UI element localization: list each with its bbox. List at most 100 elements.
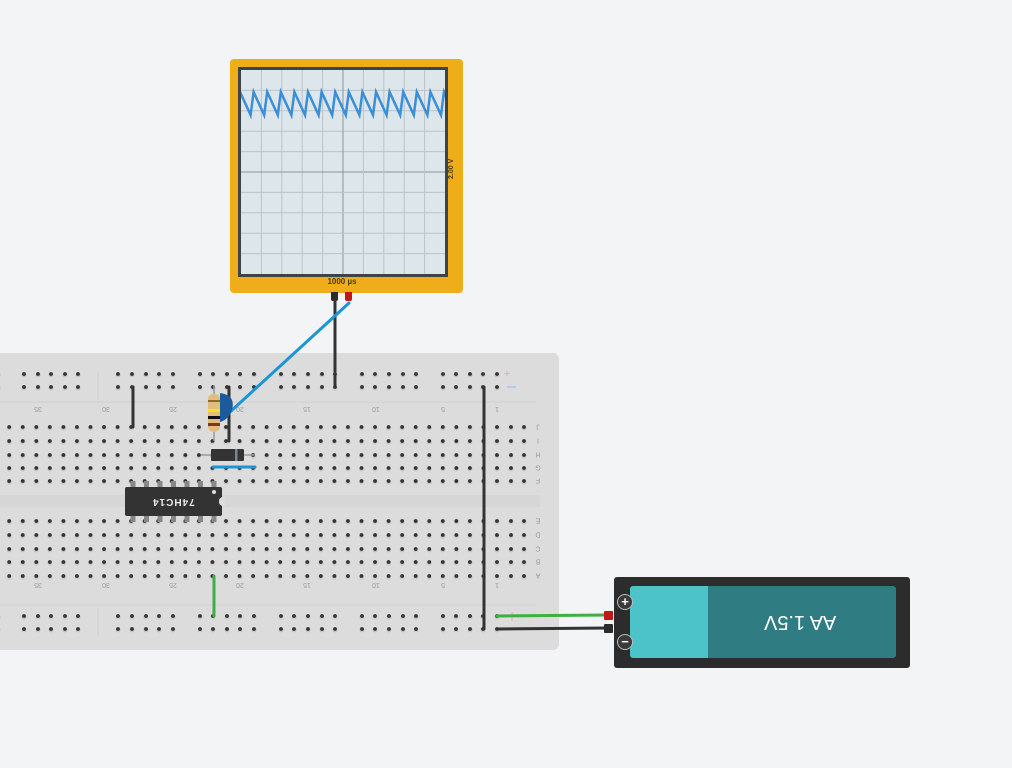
breadboard-hole[interactable] — [387, 372, 391, 376]
breadboard-hole[interactable] — [251, 479, 256, 483]
breadboard-hole[interactable] — [522, 547, 526, 551]
breadboard-hole[interactable] — [7, 547, 12, 551]
breadboard-hole[interactable] — [427, 439, 432, 443]
diode[interactable] — [211, 449, 244, 461]
breadboard-hole[interactable] — [495, 560, 499, 564]
breadboard-hole[interactable] — [142, 453, 147, 457]
breadboard-hole[interactable] — [144, 627, 148, 631]
breadboard-hole[interactable] — [413, 560, 418, 564]
breadboard-hole[interactable] — [346, 439, 350, 443]
resistor[interactable] — [208, 394, 220, 432]
breadboard-hole[interactable] — [61, 547, 66, 551]
breadboard-hole[interactable] — [75, 533, 79, 537]
breadboard-hole[interactable] — [142, 466, 147, 470]
breadboard-hole[interactable] — [279, 614, 283, 618]
breadboard-hole[interactable] — [169, 439, 174, 443]
breadboard-hole[interactable] — [224, 519, 228, 523]
breadboard-hole[interactable] — [115, 574, 120, 578]
breadboard-hole[interactable] — [142, 560, 147, 564]
breadboard-hole[interactable] — [278, 425, 283, 429]
breadboard-hole[interactable] — [305, 533, 310, 537]
breadboard-hole[interactable] — [291, 466, 296, 470]
breadboard-hole[interactable] — [359, 466, 364, 470]
breadboard-hole[interactable] — [278, 533, 283, 537]
breadboard-hole[interactable] — [88, 466, 93, 470]
breadboard-hole[interactable] — [386, 574, 391, 578]
breadboard-hole[interactable] — [264, 574, 269, 578]
breadboard-hole[interactable] — [115, 560, 120, 564]
breadboard-hole[interactable] — [386, 533, 391, 537]
breadboard-hole[interactable] — [441, 372, 445, 376]
breadboard-hole[interactable] — [157, 627, 161, 631]
breadboard-hole[interactable] — [7, 574, 12, 578]
breadboard-hole[interactable] — [251, 425, 256, 429]
breadboard-hole[interactable] — [278, 574, 283, 578]
breadboard-hole[interactable] — [47, 479, 52, 483]
breadboard-hole[interactable] — [318, 560, 323, 564]
breadboard-hole[interactable] — [49, 627, 53, 631]
breadboard-hole[interactable] — [373, 574, 377, 578]
breadboard-hole[interactable] — [359, 574, 364, 578]
breadboard-hole[interactable] — [468, 519, 472, 523]
breadboard-hole[interactable] — [169, 574, 174, 578]
breadboard-hole[interactable] — [454, 385, 458, 389]
breadboard-hole[interactable] — [305, 479, 310, 483]
breadboard-hole[interactable] — [373, 466, 377, 470]
breadboard-hole[interactable] — [332, 519, 337, 523]
breadboard-hole[interactable] — [211, 372, 215, 376]
breadboard-hole[interactable] — [427, 519, 432, 523]
breadboard-hole[interactable] — [116, 385, 120, 389]
breadboard-hole[interactable] — [75, 519, 79, 523]
breadboard-hole[interactable] — [292, 614, 296, 618]
breadboard-hole[interactable] — [468, 425, 472, 429]
breadboard-hole[interactable] — [264, 453, 269, 457]
breadboard-hole[interactable] — [414, 385, 418, 389]
breadboard-hole[interactable] — [63, 614, 67, 618]
breadboard-hole[interactable] — [454, 453, 459, 457]
breadboard-hole[interactable] — [198, 385, 202, 389]
breadboard-hole[interactable] — [401, 614, 405, 618]
breadboard-hole[interactable] — [292, 627, 296, 631]
breadboard-hole[interactable] — [291, 533, 296, 537]
breadboard-hole[interactable] — [414, 372, 418, 376]
breadboard-hole[interactable] — [75, 439, 79, 443]
breadboard-hole[interactable] — [63, 627, 67, 631]
breadboard-hole[interactable] — [142, 425, 147, 429]
breadboard-hole[interactable] — [522, 533, 526, 537]
breadboard-hole[interactable] — [414, 614, 418, 618]
breadboard-hole[interactable] — [251, 547, 256, 551]
oscilloscope[interactable]: 2.00 V 1000 µs — [230, 59, 463, 293]
breadboard-hole[interactable] — [509, 453, 513, 457]
breadboard-hole[interactable] — [440, 439, 445, 443]
breadboard-hole[interactable] — [332, 425, 337, 429]
breadboard-hole[interactable] — [306, 614, 310, 618]
breadboard-hole[interactable] — [7, 560, 12, 564]
breadboard-hole[interactable] — [454, 627, 458, 631]
breadboard-hole[interactable] — [171, 372, 175, 376]
breadboard-hole[interactable] — [76, 614, 80, 618]
breadboard-hole[interactable] — [88, 439, 93, 443]
breadboard-hole[interactable] — [49, 372, 53, 376]
breadboard-hole[interactable] — [75, 453, 79, 457]
breadboard-hole[interactable] — [318, 453, 323, 457]
breadboard-hole[interactable] — [440, 574, 445, 578]
breadboard-hole[interactable] — [252, 614, 256, 618]
breadboard-hole[interactable] — [332, 453, 337, 457]
breadboard-hole[interactable] — [359, 533, 364, 537]
breadboard-hole[interactable] — [102, 466, 106, 470]
breadboard-hole[interactable] — [318, 574, 323, 578]
breadboard-hole[interactable] — [183, 560, 188, 564]
breadboard-hole[interactable] — [278, 439, 283, 443]
breadboard-hole[interactable] — [156, 560, 161, 564]
breadboard-hole[interactable] — [36, 627, 40, 631]
breadboard-hole[interactable] — [183, 533, 188, 537]
breadboard-hole[interactable] — [359, 425, 364, 429]
breadboard-hole[interactable] — [346, 479, 350, 483]
breadboard-hole[interactable] — [183, 453, 188, 457]
breadboard-hole[interactable] — [400, 574, 405, 578]
breadboard-hole[interactable] — [495, 425, 499, 429]
breadboard-hole[interactable] — [401, 627, 405, 631]
breadboard-hole[interactable] — [129, 547, 134, 551]
breadboard-hole[interactable] — [454, 372, 458, 376]
breadboard-hole[interactable] — [454, 560, 459, 564]
